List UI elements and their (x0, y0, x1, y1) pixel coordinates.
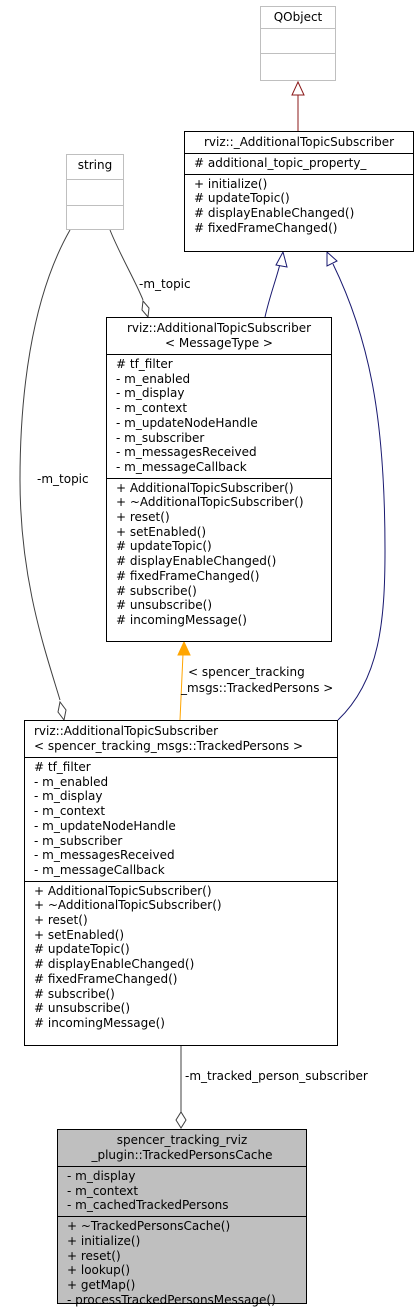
title-line: _plugin::TrackedPersonsCache (91, 1148, 273, 1162)
method: # incomingMessage() (34, 1015, 165, 1030)
method: + initialize() (194, 176, 268, 191)
method: # displayEnableChanged() (116, 554, 277, 569)
method: + reset() (34, 913, 88, 928)
node-base-title: rviz::_AdditionalTopicSubscriber (203, 135, 395, 149)
title-line: < MessageType > (165, 336, 273, 350)
edge-label-tracked-person-subscriber: -m_tracked_person_subscriber (185, 1069, 368, 1083)
edge-label-m-topic-right: -m_topic (139, 277, 191, 291)
title-line: < spencer_tracking_msgs::TrackedPersons … (34, 739, 304, 753)
edge-string-to-template (109, 229, 150, 319)
method: # subscribe() (116, 583, 197, 598)
method: # fixedFrameChanged() (194, 220, 338, 235)
attribute: - m_messagesReceived (34, 848, 175, 863)
method: + lookup() (67, 1263, 131, 1278)
attribute: # tf_filter (116, 357, 173, 371)
method: + setEnabled() (34, 927, 125, 942)
edge-template-to-base (264, 250, 288, 318)
method: + ~TrackedPersonsCache() (67, 1219, 231, 1234)
node-cache-methods: + ~TrackedPersonsCache() + initialize() … (58, 1216, 306, 1310)
method: # updateTopic() (116, 539, 212, 554)
attribute: # tf_filter (34, 760, 91, 774)
node-qobject-title: QObject (273, 10, 323, 24)
method: # unsubscribe() (116, 598, 213, 613)
attribute: # additional_topic_property_ (194, 156, 367, 170)
method: + AdditionalTopicSubscriber() (116, 480, 294, 495)
node-cache-title: spencer_tracking_rviz _plugin::TrackedPe… (58, 1130, 306, 1166)
attribute: - m_display (116, 386, 185, 401)
node-additional-topic-subscriber-base[interactable]: rviz::_AdditionalTopicSubscriber # addit… (184, 131, 414, 252)
node-template-methods: + AdditionalTopicSubscriber() + ~Additio… (107, 477, 331, 631)
method: + ~AdditionalTopicSubscriber() (116, 495, 304, 510)
edge-string-to-instance (19, 229, 71, 722)
method: + ~AdditionalTopicSubscriber() (34, 898, 222, 913)
attribute: - m_enabled (116, 371, 191, 386)
attribute: - m_display (34, 789, 103, 804)
edge-label-m-topic-left: -m_topic (37, 472, 89, 486)
method: + AdditionalTopicSubscriber() (34, 883, 212, 898)
node-base-attributes: # additional_topic_property_ (185, 153, 413, 174)
node-cache-attributes: - m_display - m_context - m_cachedTracke… (58, 1166, 306, 1216)
attribute: - m_context (34, 804, 106, 819)
attribute: - m_updateNodeHandle (34, 818, 176, 833)
node-instance-attributes: # tf_filter - m_enabled - m_display - m_… (25, 757, 337, 881)
attribute: - m_cachedTrackedPersons (67, 1198, 229, 1213)
method: - processTrackedPersonsMessage() (67, 1292, 276, 1307)
edge-instance-to-template (177, 640, 191, 721)
method: # subscribe() (34, 986, 115, 1001)
method: # displayEnableChanged() (34, 957, 195, 972)
node-template-title: rviz::AdditionalTopicSubscriber < Messag… (107, 318, 331, 354)
node-string-title: string (77, 158, 113, 172)
method: # updateTopic() (34, 942, 130, 957)
node-tracked-persons-cache[interactable]: spencer_tracking_rviz _plugin::TrackedPe… (57, 1129, 307, 1307)
method: # fixedFrameChanged() (116, 568, 260, 583)
edge-instance-to-cache (175, 1046, 187, 1129)
node-qobject[interactable]: QObject (260, 6, 336, 81)
node-string-methods (67, 205, 123, 229)
method: # displayEnableChanged() (194, 206, 355, 221)
node-string-attributes (67, 179, 123, 205)
node-instance-title: rviz::AdditionalTopicSubscriber < spence… (25, 721, 337, 757)
node-additional-topic-subscriber-tracked-persons[interactable]: rviz::AdditionalTopicSubscriber < spence… (24, 720, 338, 1046)
node-template-attributes: # tf_filter - m_enabled - m_display - m_… (107, 354, 331, 478)
edge-base-to-qobject (291, 80, 305, 131)
attribute: - m_messageCallback (34, 862, 165, 877)
method: # updateTopic() (194, 191, 290, 206)
edge-instance-to-base (326, 250, 386, 721)
attribute: - m_subscriber (34, 833, 123, 848)
attribute: - m_context (116, 401, 188, 416)
attribute: - m_subscriber (116, 430, 205, 445)
method: + reset() (67, 1248, 121, 1263)
title-line: spencer_tracking_rviz (116, 1133, 248, 1147)
method: + setEnabled() (116, 524, 207, 539)
attribute: - m_context (67, 1183, 139, 1198)
attribute: - m_messagesReceived (116, 445, 257, 460)
title-line: rviz::AdditionalTopicSubscriber (126, 321, 312, 335)
edge-label-template-arg-2: _msgs::TrackedPersons > (181, 681, 334, 695)
method: # fixedFrameChanged() (34, 971, 178, 986)
attribute: - m_messageCallback (116, 459, 247, 474)
attribute: - m_updateNodeHandle (116, 415, 258, 430)
node-qobject-methods (261, 53, 335, 78)
node-base-methods: + initialize() # updateTopic() # display… (185, 173, 413, 239)
method: # unsubscribe() (34, 1001, 131, 1016)
method: + reset() (116, 510, 170, 525)
attribute: - m_enabled (34, 774, 109, 789)
edge-label-template-arg-1: < spencer_tracking (188, 665, 305, 679)
method: + initialize() (67, 1233, 141, 1248)
node-instance-methods: + AdditionalTopicSubscriber() + ~Additio… (25, 880, 337, 1034)
title-line: rviz::AdditionalTopicSubscriber (34, 724, 219, 738)
node-additional-topic-subscriber-template[interactable]: rviz::AdditionalTopicSubscriber < Messag… (106, 317, 332, 642)
node-string[interactable]: string (66, 154, 124, 230)
method: + getMap() (67, 1277, 136, 1292)
node-qobject-attributes (261, 28, 335, 53)
method: # incomingMessage() (116, 612, 247, 627)
attribute: - m_display (67, 1169, 136, 1183)
